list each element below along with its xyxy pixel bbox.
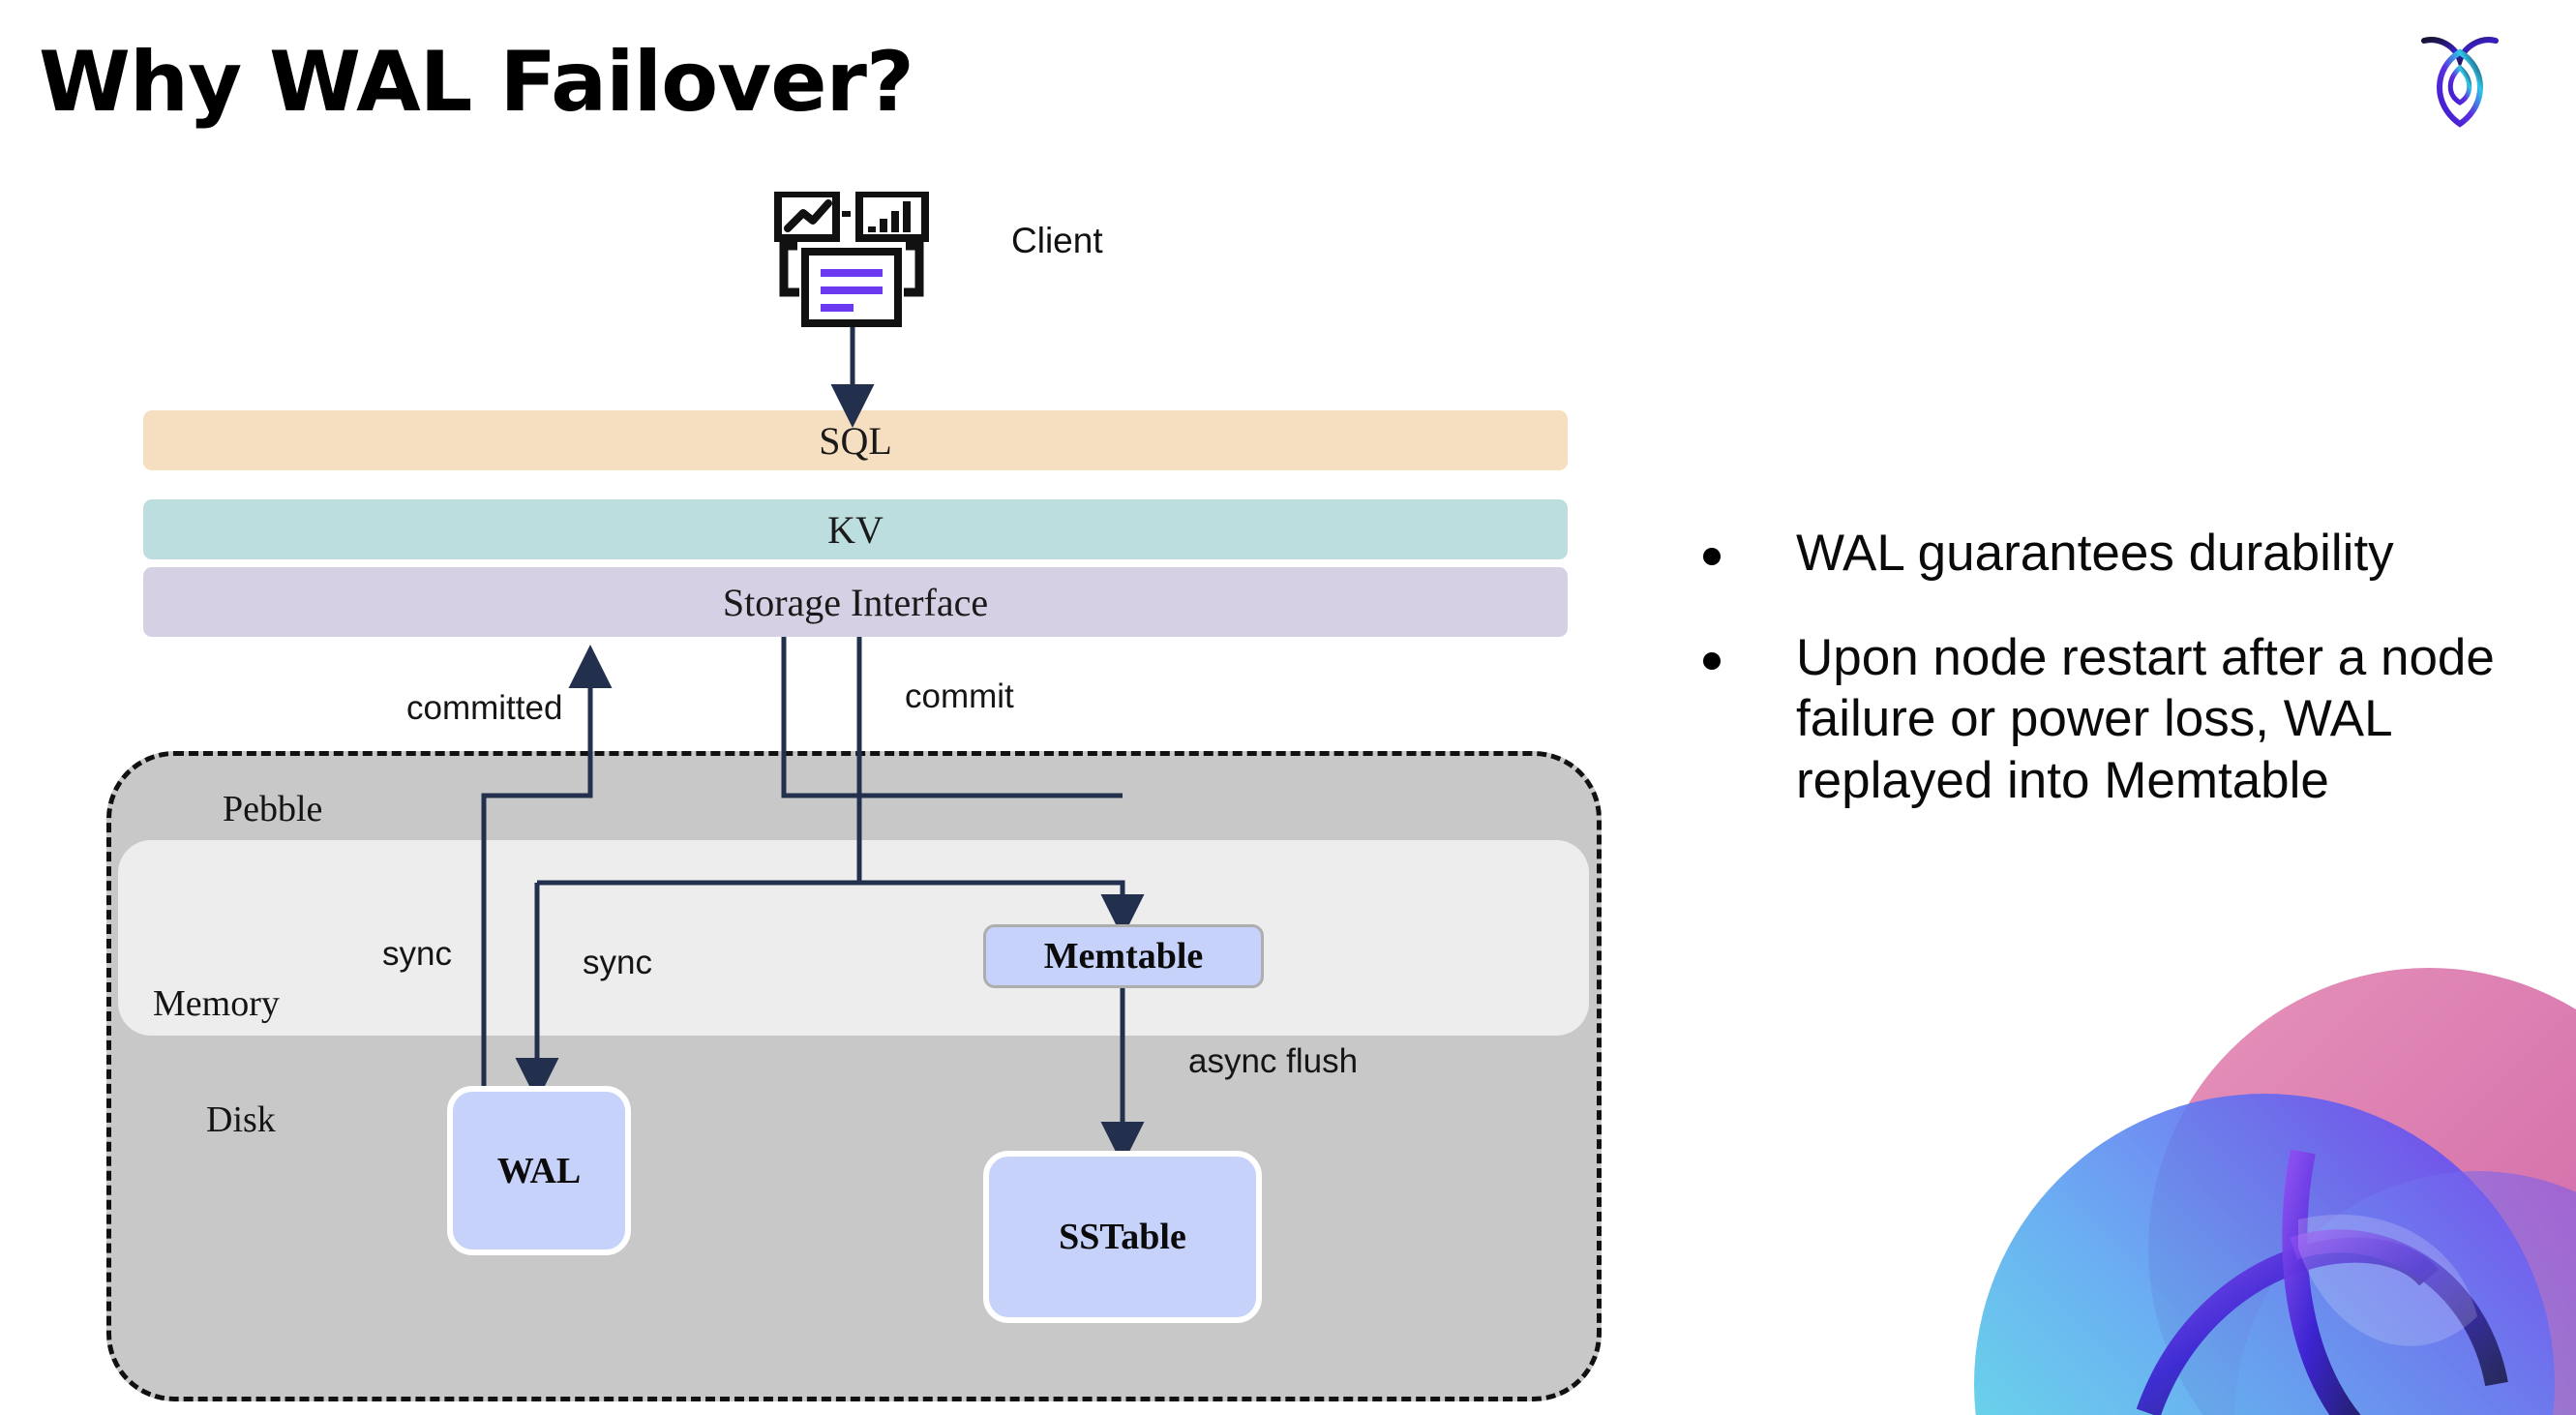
architecture-diagram: Client SQL KV Storage Interface Pebble M… bbox=[106, 192, 1602, 1401]
layer-label-storage: Storage Interface bbox=[722, 580, 989, 624]
pebble-label: Pebble bbox=[223, 789, 323, 829]
edge-label-sync-right: sync bbox=[583, 944, 652, 981]
edge-label-committed: committed bbox=[406, 689, 563, 727]
edge-label-async-flush: async flush bbox=[1188, 1042, 1359, 1080]
edge-label-sync-left: sync bbox=[382, 935, 452, 973]
node-memtable: Memtable bbox=[983, 924, 1264, 988]
bullet-list: WAL guarantees durability Upon node rest… bbox=[1703, 523, 2506, 854]
node-label-wal: WAL bbox=[496, 1150, 582, 1191]
page-title: Why WAL Failover? bbox=[39, 34, 914, 131]
bullet-text: WAL guarantees durability bbox=[1796, 525, 2394, 582]
bullet-dot-icon bbox=[1703, 651, 1721, 670]
list-item: WAL guarantees durability bbox=[1703, 523, 2506, 585]
bullet-dot-icon bbox=[1703, 548, 1721, 565]
memory-label: Memory bbox=[153, 983, 280, 1024]
client-dashboard-icon bbox=[774, 192, 929, 327]
node-label-sstable: SSTable bbox=[1059, 1217, 1186, 1257]
node-label-memtable: Memtable bbox=[1043, 936, 1204, 977]
layer-label-kv: KV bbox=[827, 507, 884, 552]
node-sstable: SSTable bbox=[983, 1151, 1262, 1323]
arrow-connectors bbox=[481, 327, 1145, 1166]
client-label: Client bbox=[1011, 221, 1103, 260]
list-item: Upon node restart after a node failure o… bbox=[1703, 627, 2506, 812]
layer-bar-kv: KV bbox=[143, 499, 1568, 559]
layer-bar-storage: Storage Interface bbox=[143, 567, 1568, 637]
cockroachdb-logo-icon bbox=[2421, 37, 2499, 128]
node-wal: WAL bbox=[447, 1086, 631, 1255]
decorative-cockroachdb-watermark bbox=[1974, 968, 2576, 1415]
edge-label-commit: commit bbox=[905, 677, 1014, 715]
disk-label: Disk bbox=[206, 1099, 276, 1140]
bullet-text: Upon node restart after a node failure o… bbox=[1796, 628, 2495, 809]
memory-region bbox=[118, 840, 1589, 1036]
